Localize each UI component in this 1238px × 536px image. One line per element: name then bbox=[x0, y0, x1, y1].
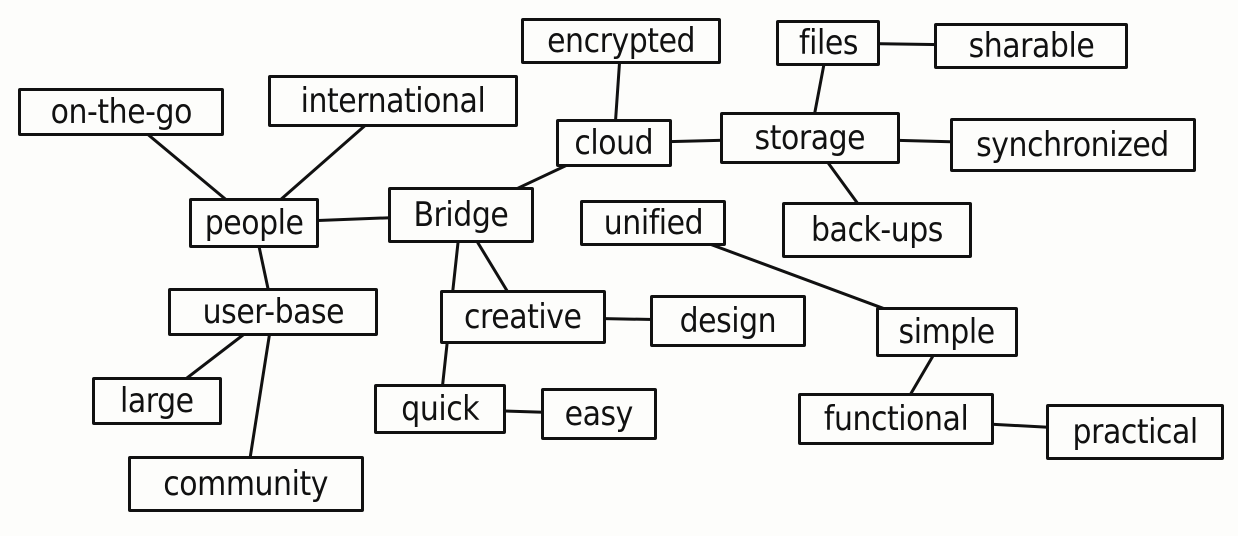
node-label: design bbox=[679, 301, 777, 341]
node-sharable: sharable bbox=[934, 23, 1128, 69]
node-label: practical bbox=[1072, 412, 1198, 452]
node-encrypted: encrypted bbox=[521, 18, 721, 64]
node-easy: easy bbox=[541, 388, 657, 440]
node-label: cloud bbox=[574, 123, 654, 163]
node-label: encrypted bbox=[546, 21, 696, 61]
node-international: international bbox=[268, 75, 518, 127]
node-label: creative bbox=[464, 297, 582, 337]
node-back-ups: back-ups bbox=[782, 202, 972, 258]
node-label: international bbox=[300, 81, 486, 121]
node-creative: creative bbox=[440, 290, 606, 344]
node-unified: unified bbox=[580, 200, 726, 246]
node-functional: functional bbox=[798, 393, 994, 445]
node-quick: quick bbox=[374, 384, 506, 434]
node-label: files bbox=[798, 23, 858, 63]
node-label: synchronized bbox=[976, 125, 1170, 165]
node-synchronized: synchronized bbox=[950, 118, 1196, 172]
node-label: large bbox=[120, 381, 194, 421]
node-label: Bridge bbox=[413, 195, 509, 235]
node-label: community bbox=[163, 464, 329, 504]
node-storage: storage bbox=[720, 112, 900, 164]
node-label: quick bbox=[401, 389, 479, 429]
node-large: large bbox=[92, 377, 222, 425]
node-label: user-base bbox=[202, 292, 344, 332]
node-label: sharable bbox=[968, 26, 1094, 66]
node-design: design bbox=[650, 295, 806, 347]
node-label: people bbox=[204, 203, 304, 243]
node-cloud: cloud bbox=[556, 119, 672, 167]
node-on-the-go: on-the-go bbox=[18, 88, 224, 136]
node-label: unified bbox=[603, 203, 703, 243]
node-label: back-ups bbox=[811, 210, 943, 250]
node-label: storage bbox=[754, 118, 866, 158]
node-user-base: user-base bbox=[168, 288, 378, 336]
node-community: community bbox=[128, 456, 364, 512]
node-files: files bbox=[776, 20, 880, 66]
node-practical: practical bbox=[1046, 404, 1224, 460]
node-people: people bbox=[189, 198, 319, 248]
node-label: functional bbox=[823, 399, 969, 439]
node-label: simple bbox=[898, 312, 996, 352]
node-bridge: Bridge bbox=[388, 187, 534, 243]
node-label: on-the-go bbox=[50, 92, 192, 132]
node-simple: simple bbox=[876, 307, 1018, 357]
node-label: easy bbox=[564, 394, 634, 434]
connector-user_base-community bbox=[244, 310, 275, 486]
